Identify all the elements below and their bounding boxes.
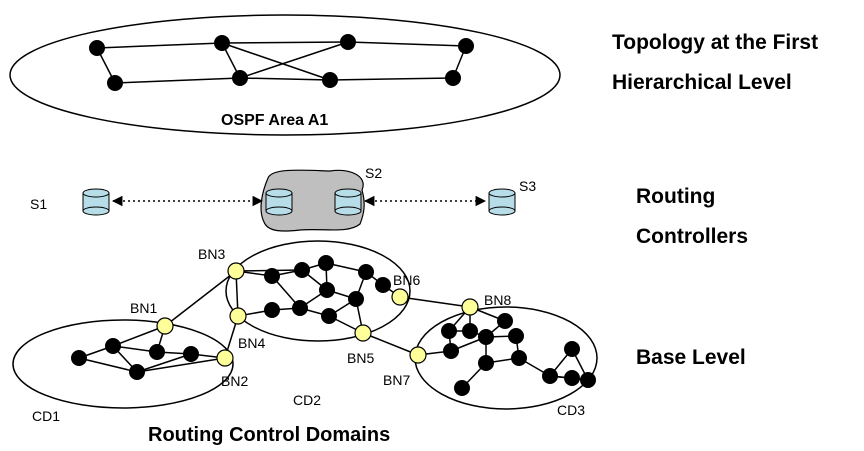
server-s2-right <box>334 188 362 216</box>
border-node-bn5 <box>354 324 372 342</box>
bn4-label: BN4 <box>238 335 266 351</box>
base-node <box>129 364 145 380</box>
server-label-s3: S3 <box>519 178 537 194</box>
area-node <box>214 35 230 51</box>
base-node <box>375 277 391 293</box>
base-node <box>264 302 280 318</box>
base-node <box>71 350 87 366</box>
top-level-label-line2: Hierarchical Level <box>612 71 792 94</box>
area-node <box>89 40 105 56</box>
area-links <box>96 41 467 84</box>
cd1-label: CD1 <box>32 408 61 424</box>
base-node <box>348 291 364 307</box>
base-node <box>580 372 596 388</box>
border-node-bn6 <box>391 288 409 306</box>
border-node-bn8 <box>461 298 479 316</box>
ospf-area-ellipse <box>9 14 561 136</box>
base-node <box>264 268 280 284</box>
base-node <box>294 262 310 278</box>
bn3-label: BN3 <box>198 246 226 262</box>
controllers-label-line2: Controllers <box>636 225 749 243</box>
server-s2-left <box>265 188 293 216</box>
base-nodes <box>71 255 596 396</box>
area-node <box>232 70 248 86</box>
bn8-label: BN8 <box>484 292 512 308</box>
area-node <box>340 34 356 50</box>
border-node-bn1 <box>156 317 174 335</box>
cd2-label: CD2 <box>293 392 322 408</box>
routing-control-domains-caption: Routing Control Domains <box>148 424 391 446</box>
base-node <box>321 308 337 324</box>
base-node <box>454 380 470 396</box>
area-node <box>458 38 474 54</box>
border-nodes <box>156 262 479 367</box>
area-node <box>107 75 123 91</box>
top-level-label-line1: Topology at the First <box>612 31 819 54</box>
cd1-ellipse <box>12 319 234 409</box>
base-node <box>511 350 527 366</box>
area-node <box>322 72 338 88</box>
base-node <box>292 300 308 316</box>
base-node <box>183 346 199 362</box>
base-node <box>478 355 494 371</box>
base-node <box>441 323 457 339</box>
base-node <box>478 329 494 345</box>
base-node <box>149 344 165 360</box>
base-node <box>508 328 524 344</box>
base-node <box>564 341 580 357</box>
base-node <box>105 338 121 354</box>
border-node-bn4 <box>229 307 247 325</box>
border-node-bn2 <box>216 349 234 367</box>
ospf-area-label: OSPF Area A1 <box>221 112 329 129</box>
bn7-label: BN7 <box>383 372 411 388</box>
bn1-label: BN1 <box>130 300 158 316</box>
base-node <box>462 323 478 339</box>
cd2-ellipse <box>225 240 411 342</box>
base-node <box>358 264 374 280</box>
base-level-label: Base Level <box>636 346 746 369</box>
server-label-s2: S2 <box>365 165 383 181</box>
base-node <box>564 370 580 386</box>
base-node <box>318 255 334 271</box>
controllers-label-line1: Routing <box>636 185 716 208</box>
base-node <box>319 282 335 298</box>
area-nodes <box>89 34 474 91</box>
base-node <box>497 313 513 329</box>
server-s1 <box>82 188 110 216</box>
border-node-bn7 <box>409 346 427 364</box>
server-s3 <box>488 188 516 216</box>
bn2-label: BN2 <box>221 373 249 389</box>
cd3-label: CD3 <box>557 402 586 418</box>
bn6-label: BN6 <box>393 272 421 288</box>
base-node <box>542 368 558 384</box>
server-label-s1: S1 <box>30 196 48 212</box>
area-node <box>445 70 461 86</box>
border-node-bn3 <box>227 262 245 280</box>
base-links <box>78 262 589 389</box>
s2-cloud <box>260 169 365 232</box>
base-node <box>443 343 459 359</box>
bn5-label: BN5 <box>347 350 375 366</box>
